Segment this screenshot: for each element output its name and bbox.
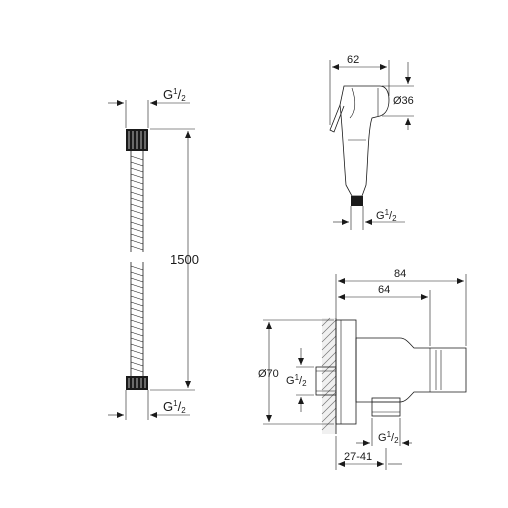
wall-union-inlet-thread-label: G1/2 bbox=[286, 373, 307, 388]
handshower-thread-dimension: G1/2 bbox=[333, 208, 405, 225]
hose-top-nut-knurl bbox=[128, 131, 146, 149]
wall-union-outlet-thread-dimension: G1/2 bbox=[356, 418, 412, 446]
wall-union-depth-dimension: 64 bbox=[338, 284, 431, 346]
handshower-thread-label: G1/2 bbox=[376, 208, 397, 223]
hose-bottom-thread-label: G1/2 bbox=[163, 399, 186, 415]
handshower-diameter-dimension: Ø36 bbox=[382, 62, 414, 130]
wall-union-flange-diameter-label: Ø70 bbox=[258, 368, 279, 380]
wall-union-inlet-thread bbox=[315, 366, 337, 396]
wall-union-flange-diameter-dimension: Ø70 bbox=[258, 319, 334, 425]
handshower-lever bbox=[329, 104, 345, 133]
wall-union-outlet-thread-label: G1/2 bbox=[378, 430, 399, 445]
wall-union-depth-label: 64 bbox=[378, 284, 390, 296]
wall-union-projection-dimension: 27-41 bbox=[335, 436, 402, 470]
hose-length-label: 1500 bbox=[170, 252, 199, 267]
hose-lower-body bbox=[130, 262, 144, 376]
hose-length-dimension: 1500 bbox=[150, 128, 199, 391]
wall-union-overall-depth-dimension: 84 bbox=[335, 268, 467, 346]
handshower-width-label: 62 bbox=[347, 54, 359, 66]
handshower-body bbox=[339, 85, 390, 197]
hose-bottom-nut-knurl bbox=[128, 378, 146, 388]
wall-union-inlet-thread-dimension: G1/2 bbox=[286, 348, 314, 412]
handshower-drawing: 62 Ø36 G1/2 bbox=[329, 54, 414, 230]
wall-hatch bbox=[321, 317, 337, 434]
handshower-head-face bbox=[349, 87, 356, 119]
wall-union-projection-label: 27-41 bbox=[344, 451, 372, 463]
wall-union-overall-depth-label: 84 bbox=[394, 268, 406, 280]
wall-union-outlet-thread bbox=[371, 397, 401, 417]
hose-upper-body bbox=[130, 151, 144, 252]
handshower-diameter-label: Ø36 bbox=[393, 95, 414, 107]
wall-union-flange bbox=[335, 319, 357, 425]
wall-union-drawing: 84 64 Ø70 G1/2 G1/2 bbox=[258, 268, 467, 470]
handshower-width-dimension: 62 bbox=[329, 54, 390, 125]
hose-top-thread-label: G1/2 bbox=[163, 87, 186, 103]
hose-top-thread-dimension: G1/2 bbox=[108, 87, 190, 128]
wall-union-body bbox=[355, 337, 467, 403]
hose-drawing: G1/2 1500 G1/2 bbox=[108, 87, 199, 420]
hose-bottom-thread-dimension: G1/2 bbox=[108, 390, 190, 420]
handshower-connector bbox=[351, 196, 363, 206]
